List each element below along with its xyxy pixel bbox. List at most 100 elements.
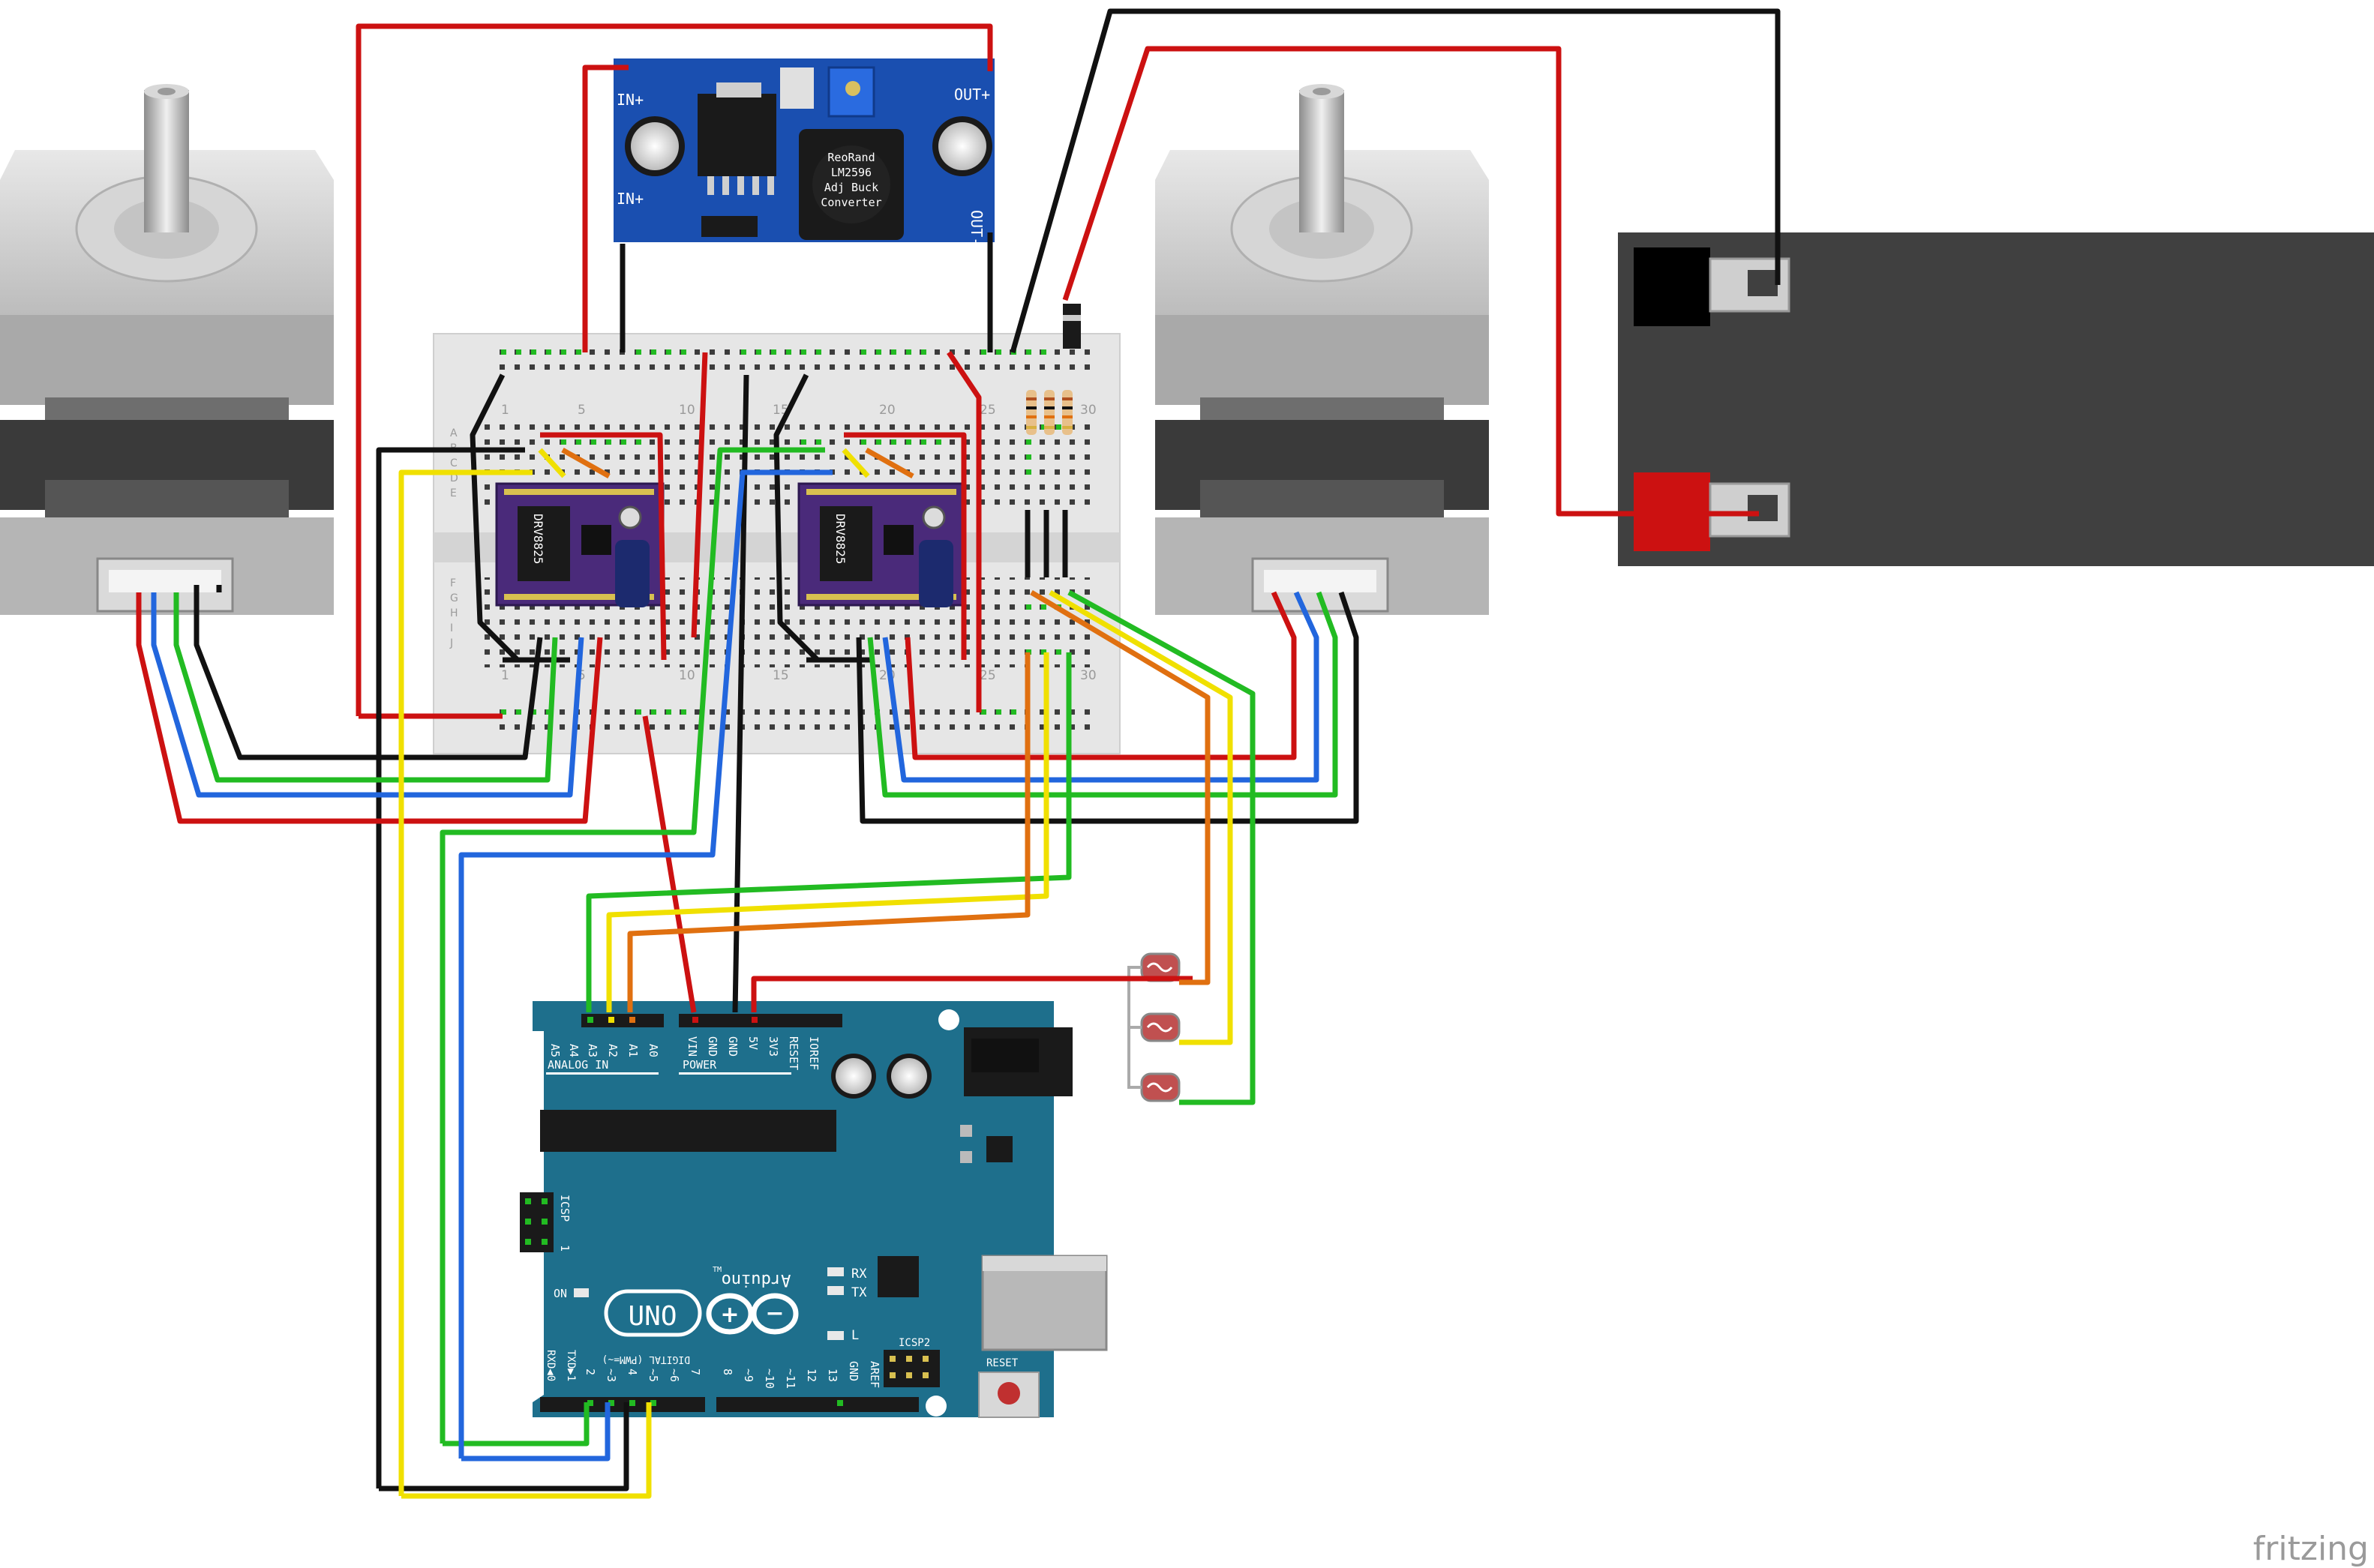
buck-out-plus: OUT+ bbox=[954, 85, 990, 103]
pin-label-a5: A5 bbox=[548, 1044, 562, 1057]
wire-motor-left-blue bbox=[151, 592, 584, 798]
wire-green-dir bbox=[440, 447, 825, 1444]
pin-label-d2: 2 bbox=[584, 1369, 597, 1375]
bb-row-label-d: D bbox=[450, 472, 458, 484]
pin-label-a2: A2 bbox=[606, 1044, 620, 1057]
wire-yellow-step bbox=[398, 469, 533, 1496]
stepper-motor-left bbox=[0, 84, 334, 615]
pin-label-reset: RESET bbox=[787, 1036, 800, 1070]
wire-black-bb-left bbox=[470, 373, 520, 662]
wire-red-vin bbox=[642, 715, 697, 1013]
pin-label-d7: 7 bbox=[689, 1369, 702, 1375]
buck-in-plus-bottom: IN+ bbox=[617, 190, 644, 208]
buck-label-line3: Adj Buck bbox=[824, 181, 878, 194]
wire-red-battery bbox=[1062, 46, 1759, 517]
wire-red-ldr bbox=[751, 976, 1193, 1012]
wire-yellow-d5 bbox=[401, 1402, 652, 1499]
txd-label: TXD▶1 bbox=[565, 1350, 577, 1381]
wire-yellow-ldr bbox=[1049, 589, 1233, 1045]
bb-row-label-g: G bbox=[450, 592, 458, 604]
analog-in-label: ANALOG IN bbox=[548, 1058, 608, 1072]
pin-label-d6: ~6 bbox=[668, 1369, 681, 1382]
arduino-uno: A5 A4 A3 A2 A1 A0 ANALOG IN VIN GND GND … bbox=[518, 1001, 1108, 1418]
bb-row-label-a: A bbox=[450, 427, 458, 439]
wire-red-driver-right bbox=[844, 432, 967, 660]
rxd-label: RXD◀0 bbox=[545, 1350, 557, 1381]
wire-red-bb-1 bbox=[691, 352, 708, 638]
arduino-brand: Arduino bbox=[722, 1270, 791, 1289]
bb-col-label-bottom-5: 5 bbox=[578, 668, 586, 683]
wire-yellow-a2 bbox=[606, 652, 1049, 1012]
rx-label: RX bbox=[851, 1267, 867, 1282]
bb-row-label-j: J bbox=[449, 637, 453, 649]
wire-red-bb-2 bbox=[947, 351, 982, 712]
buck-in-plus-top: IN+ bbox=[617, 91, 644, 109]
wire-motor-right-black bbox=[856, 591, 1359, 824]
wire-red-buck-out bbox=[356, 23, 993, 716]
bb-row-label-h: H bbox=[450, 607, 458, 619]
wire-green-a3 bbox=[586, 652, 1072, 1012]
bb-col-label-bottom-10: 10 bbox=[679, 668, 695, 683]
bb-col-label-top-30: 30 bbox=[1080, 403, 1097, 418]
on-label: ON bbox=[554, 1287, 567, 1300]
pin-label-d9: ~9 bbox=[742, 1369, 755, 1382]
logo-minus-icon: − bbox=[765, 1300, 784, 1327]
bb-col-label-top-10: 10 bbox=[679, 403, 695, 418]
wires bbox=[136, 8, 1781, 1499]
wire-motor-right-blue bbox=[882, 591, 1319, 783]
pin-label-d5: ~5 bbox=[647, 1369, 660, 1382]
bb-row-label-f: F bbox=[450, 577, 456, 589]
battery-pack bbox=[1618, 232, 2374, 566]
pin-label-gnd-digital: GND bbox=[847, 1361, 860, 1381]
bb-col-label-bottom-25: 25 bbox=[980, 668, 996, 683]
power-label: POWER bbox=[683, 1058, 717, 1072]
photoresistors bbox=[1127, 952, 1181, 1102]
wire-motor-right-red bbox=[905, 591, 1297, 760]
buck-label-line4: Converter bbox=[821, 196, 881, 209]
pin-label-aref: AREF bbox=[868, 1361, 881, 1388]
pin-label-gnd-2: GND bbox=[726, 1036, 740, 1057]
wire-blue-d3 bbox=[461, 1402, 611, 1462]
digital-label: DIGITAL (PWM=~) bbox=[602, 1354, 690, 1365]
bb-col-label-top-25: 25 bbox=[980, 403, 996, 418]
stepper-driver-right: DRV8825 bbox=[797, 482, 967, 607]
wire-black-bb-right bbox=[773, 373, 820, 662]
pin-label-a1: A1 bbox=[626, 1044, 640, 1057]
icsp2-label: ICSP2 bbox=[899, 1337, 930, 1349]
wire-motor-left-red bbox=[136, 592, 603, 824]
wire-black-arduino bbox=[376, 447, 525, 1489]
wire-blue-signal bbox=[458, 469, 833, 1459]
pin-label-d10: ~10 bbox=[763, 1369, 776, 1389]
uno-label: UNO bbox=[628, 1301, 677, 1332]
arduino-logo: UNO + − Arduino TM bbox=[604, 1266, 799, 1337]
l-label: L bbox=[851, 1328, 859, 1343]
wire-green-ldr bbox=[1067, 589, 1256, 1105]
pin-label-d4: 4 bbox=[626, 1369, 639, 1375]
wire-jumper-yellow-right bbox=[842, 448, 870, 478]
bb-row-label-e: E bbox=[450, 487, 457, 499]
bb-row-label-c: C bbox=[450, 457, 458, 469]
wire-jumper-orange-left bbox=[561, 447, 611, 479]
pin-label-vin: VIN bbox=[686, 1036, 699, 1057]
wire-red-buck-in bbox=[582, 64, 629, 352]
pin-label-5v: 5V bbox=[746, 1036, 760, 1050]
fritzing-watermark: fritzing bbox=[2253, 1530, 2369, 1568]
bb-col-label-bottom-1: 1 bbox=[501, 668, 509, 683]
buck-out-minus: OUT- bbox=[968, 210, 986, 246]
buck-label-line2: LM2596 bbox=[831, 166, 872, 179]
usb-port bbox=[981, 1255, 1108, 1351]
icsp-pin1-label: 1 bbox=[558, 1245, 572, 1252]
pin-label-a0: A0 bbox=[647, 1044, 660, 1057]
pin-label-d13: 13 bbox=[826, 1369, 839, 1382]
wire-orange-ldr bbox=[1030, 589, 1211, 985]
reset-label: RESET bbox=[986, 1357, 1019, 1369]
pin-label-d12: 12 bbox=[805, 1369, 818, 1382]
trademark-label: TM bbox=[713, 1266, 722, 1274]
pin-label-a4: A4 bbox=[567, 1044, 581, 1057]
power-header bbox=[679, 1014, 842, 1027]
digital-header-low bbox=[540, 1397, 705, 1412]
bb-row-label-i: I bbox=[450, 622, 453, 634]
buck-label-line1: ReoRand bbox=[827, 151, 875, 164]
wire-motor-right-green bbox=[867, 591, 1338, 798]
